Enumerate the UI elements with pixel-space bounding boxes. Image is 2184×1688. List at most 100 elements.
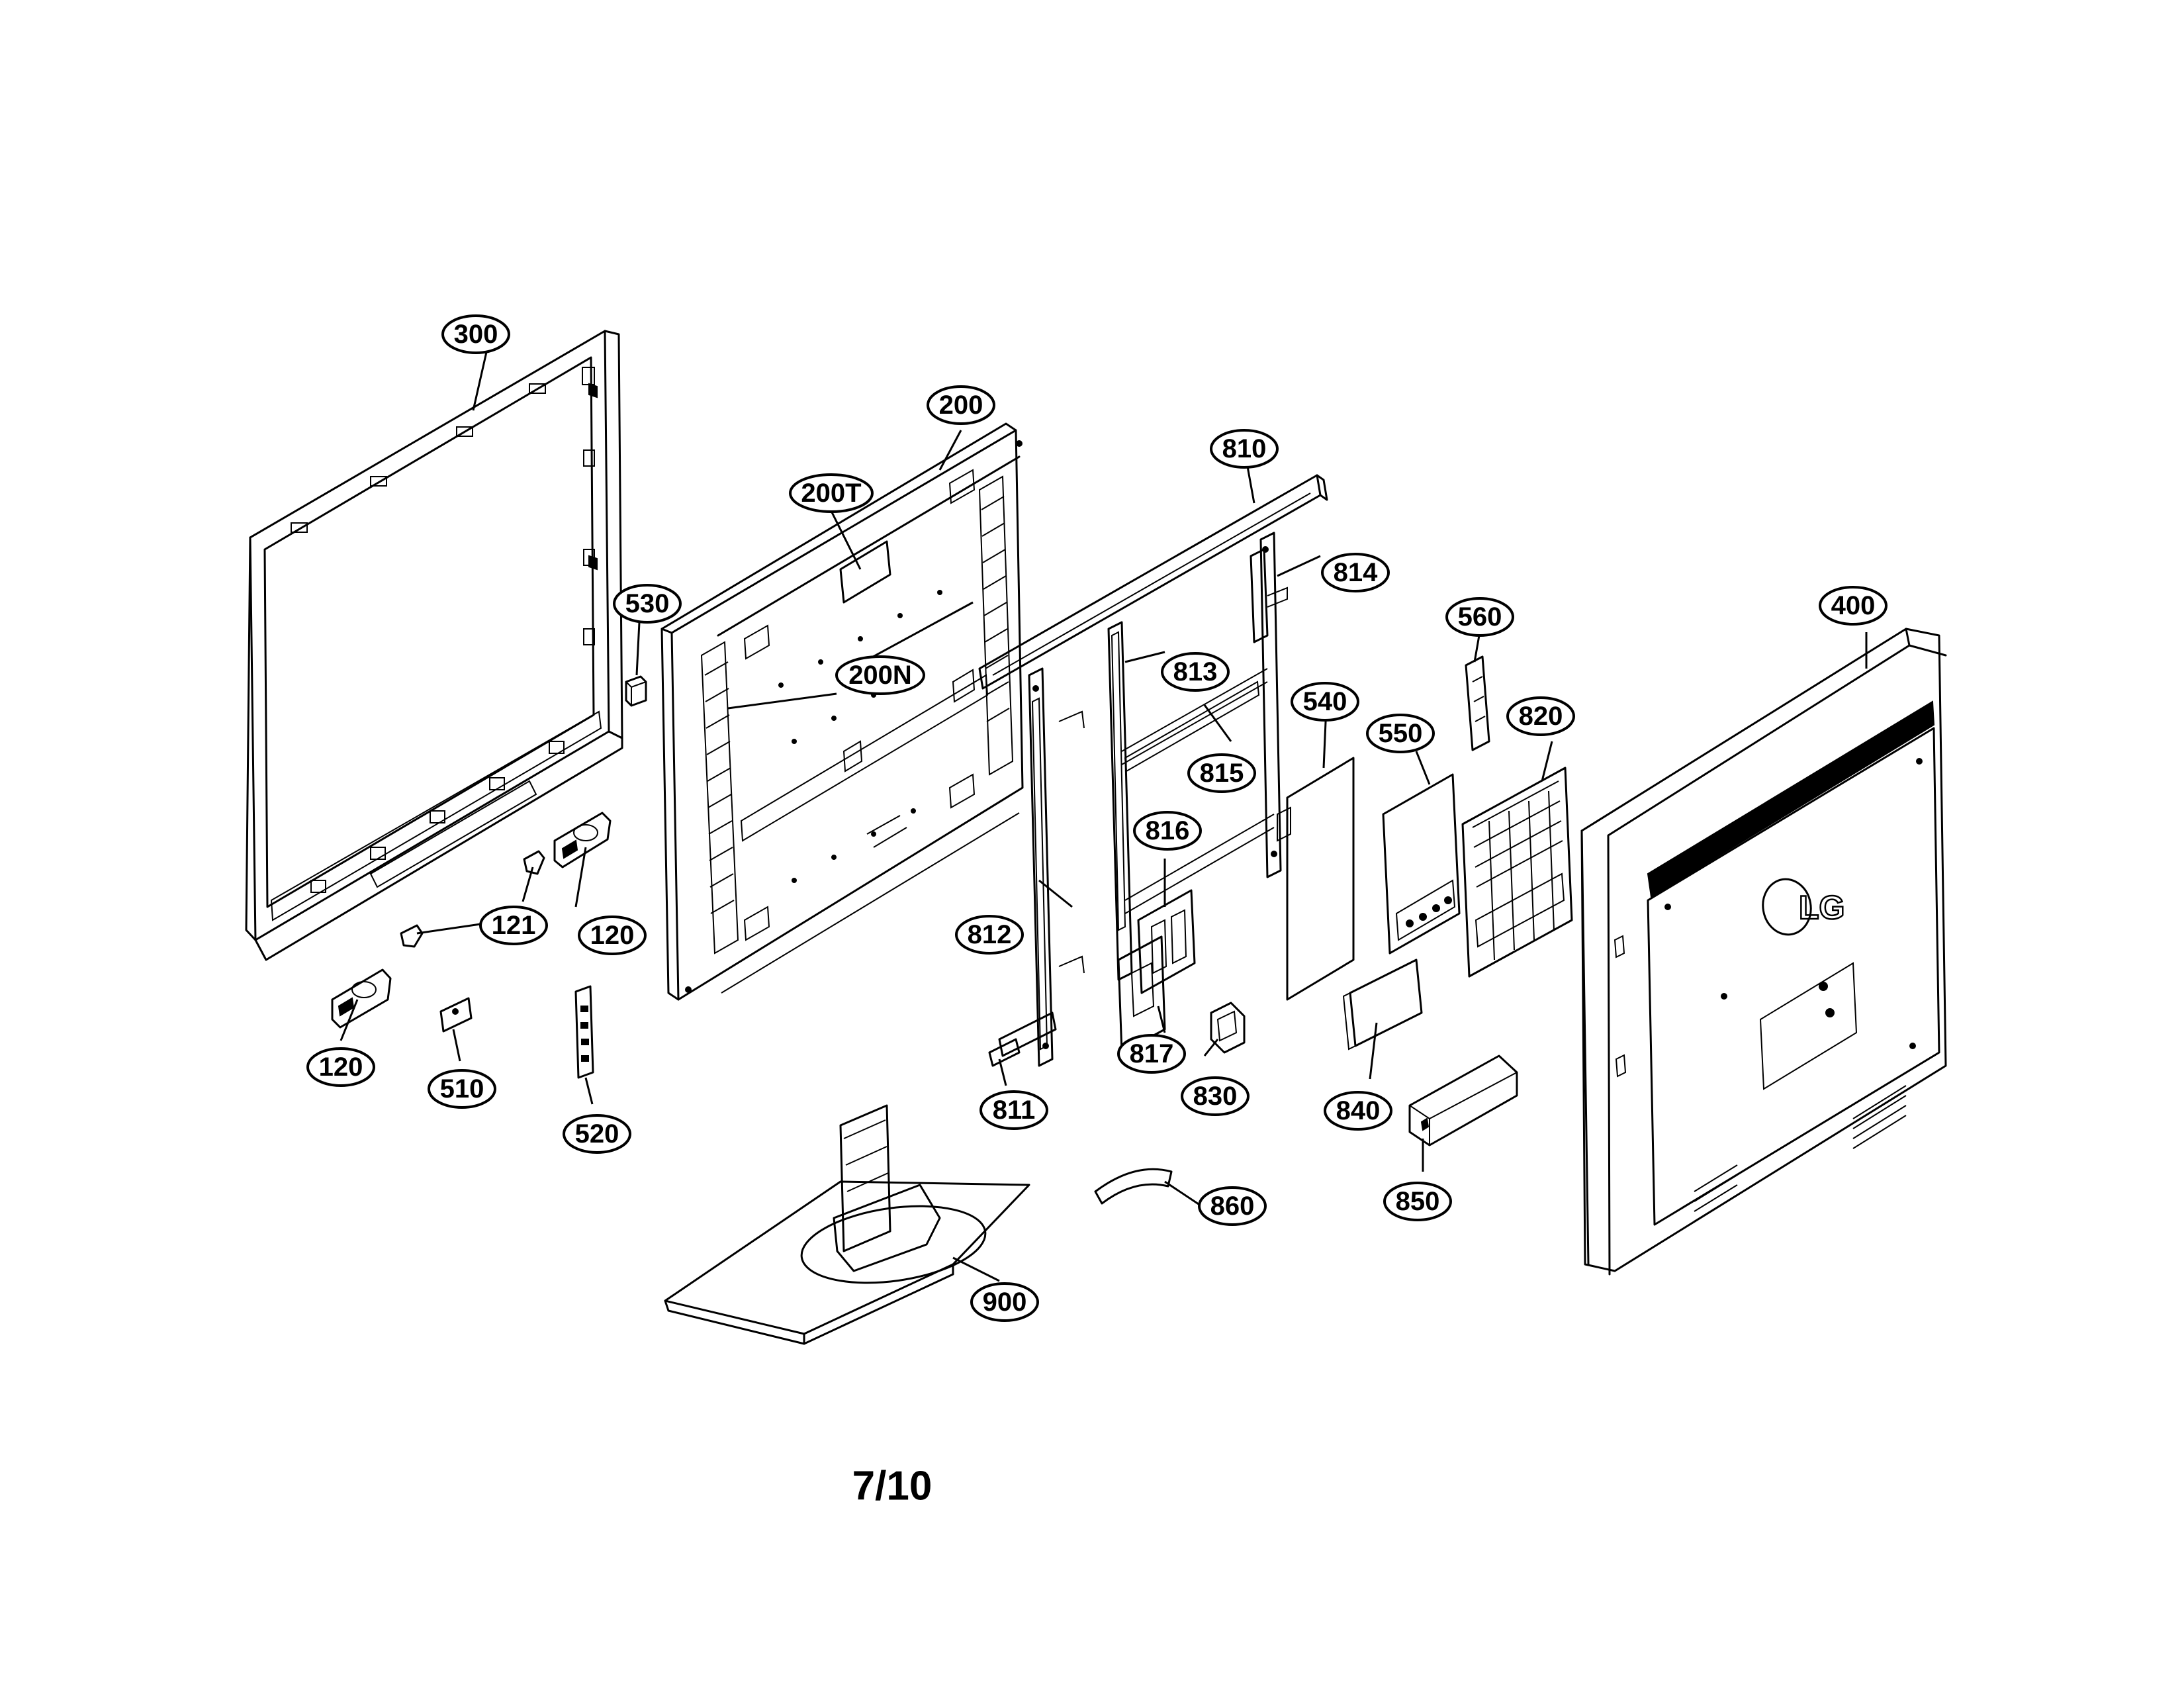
callout-oval bbox=[835, 655, 925, 695]
part-860-cover bbox=[1094, 1168, 1173, 1205]
callout-oval bbox=[578, 915, 647, 955]
callout-label: 830 bbox=[1193, 1082, 1238, 1111]
callout-oval bbox=[1506, 696, 1575, 736]
callout-900: 900 bbox=[970, 1282, 1039, 1322]
callout-oval bbox=[955, 915, 1024, 955]
callout-200T: 200T bbox=[789, 473, 874, 513]
callout-oval bbox=[1133, 811, 1202, 851]
callout-label: 817 bbox=[1130, 1039, 1174, 1068]
callout-oval bbox=[441, 314, 510, 354]
callout-121: 121 bbox=[479, 906, 548, 945]
part-510-board bbox=[439, 997, 473, 1033]
callout-label: 810 bbox=[1222, 434, 1267, 463]
callout-label: 813 bbox=[1173, 657, 1218, 686]
callout-840: 840 bbox=[1324, 1091, 1392, 1131]
callout-560: 560 bbox=[1445, 597, 1514, 637]
callout-oval bbox=[1321, 553, 1390, 592]
callout-oval bbox=[1819, 586, 1888, 626]
callout-label: 860 bbox=[1210, 1192, 1255, 1221]
callout-oval bbox=[979, 1090, 1048, 1130]
callout-label: 812 bbox=[968, 920, 1012, 949]
callout-oval bbox=[1291, 682, 1359, 722]
callout-oval bbox=[563, 1114, 631, 1154]
part-811-rail bbox=[988, 1038, 1021, 1067]
callout-label: 200T bbox=[801, 479, 861, 508]
leader-lines bbox=[340, 352, 1868, 1282]
callout-oval bbox=[927, 385, 995, 425]
callout-label: 850 bbox=[1396, 1187, 1440, 1216]
callout-label: 121 bbox=[492, 911, 536, 940]
callout-label: 200N bbox=[848, 661, 912, 690]
part-816-bracket bbox=[1137, 889, 1196, 994]
callout-label: 550 bbox=[1379, 719, 1423, 748]
part-560-connector bbox=[1465, 655, 1490, 751]
callout-816: 816 bbox=[1133, 811, 1202, 851]
callout-label: 560 bbox=[1458, 602, 1502, 632]
callout-label: 814 bbox=[1334, 558, 1378, 587]
callout-400: 400 bbox=[1819, 586, 1888, 626]
callout-120-left: 120 bbox=[306, 1047, 375, 1087]
part-121-connector bbox=[400, 850, 545, 948]
callout-820: 820 bbox=[1506, 696, 1575, 736]
callout-oval bbox=[306, 1047, 375, 1087]
callout-label: 120 bbox=[590, 921, 635, 950]
callout-label: 530 bbox=[625, 589, 670, 618]
part-900-stand bbox=[664, 1104, 1030, 1345]
part-815-bracket bbox=[1124, 680, 1260, 773]
part-120-speaker-right bbox=[553, 812, 612, 868]
part-813-stiffener bbox=[1111, 631, 1126, 931]
callout-oval bbox=[1117, 1034, 1186, 1074]
callout-label: 900 bbox=[983, 1288, 1027, 1317]
callout-label: 811 bbox=[993, 1096, 1036, 1125]
callout-120-right: 120 bbox=[578, 915, 647, 955]
callout-813: 813 bbox=[1161, 652, 1230, 692]
part-840-board bbox=[1342, 959, 1423, 1051]
callout-540: 540 bbox=[1291, 682, 1359, 722]
callout-label: 816 bbox=[1146, 816, 1190, 845]
callout-label: 120 bbox=[319, 1053, 363, 1082]
part-520-keypad bbox=[574, 985, 594, 1079]
callout-510: 510 bbox=[428, 1069, 496, 1109]
callout-oval bbox=[1187, 753, 1256, 793]
callout-label: 300 bbox=[454, 320, 498, 349]
callout-label: 820 bbox=[1519, 702, 1563, 731]
callout-label: 540 bbox=[1303, 687, 1347, 716]
callout-300: 300 bbox=[441, 314, 510, 354]
callout-oval bbox=[1181, 1076, 1250, 1116]
part-120-speaker-left bbox=[331, 968, 392, 1029]
part-400-back-cover: LG bbox=[1580, 628, 1947, 1276]
callout-815: 815 bbox=[1187, 753, 1256, 793]
part-300-front-bezel bbox=[245, 330, 623, 961]
part-850-base-cover bbox=[1408, 1055, 1518, 1147]
callout-530: 530 bbox=[613, 584, 682, 624]
callout-810: 810 bbox=[1210, 429, 1279, 469]
callout-814: 814 bbox=[1321, 553, 1390, 592]
callout-200N: 200N bbox=[835, 655, 925, 695]
part-530 bbox=[625, 675, 647, 707]
callout-label: 815 bbox=[1200, 759, 1244, 788]
callout-850: 850 bbox=[1383, 1182, 1452, 1221]
callout-200: 200 bbox=[927, 385, 995, 425]
callout-label: 520 bbox=[575, 1119, 619, 1149]
callout-label: 400 bbox=[1831, 591, 1876, 620]
callout-oval bbox=[1210, 429, 1279, 469]
callout-817: 817 bbox=[1117, 1034, 1186, 1074]
part-810-main-frame bbox=[978, 474, 1328, 1067]
callout-oval bbox=[970, 1282, 1039, 1322]
callout-oval bbox=[789, 473, 874, 513]
callout-oval bbox=[1198, 1186, 1267, 1226]
callout-oval bbox=[1324, 1091, 1392, 1131]
callout-label: 510 bbox=[440, 1074, 484, 1103]
part-550-main-board bbox=[1382, 773, 1461, 955]
callout-830: 830 bbox=[1181, 1076, 1250, 1116]
page-number: 7/10 bbox=[852, 1464, 933, 1509]
callout-oval bbox=[613, 584, 682, 624]
callout-860: 860 bbox=[1198, 1186, 1267, 1226]
callout-oval bbox=[1445, 597, 1514, 637]
callout-812: 812 bbox=[955, 915, 1024, 955]
callout-811: 811 bbox=[979, 1090, 1048, 1130]
part-200-panel-module bbox=[660, 422, 1024, 1001]
callout-oval bbox=[1366, 714, 1435, 753]
callout-oval bbox=[428, 1069, 496, 1109]
